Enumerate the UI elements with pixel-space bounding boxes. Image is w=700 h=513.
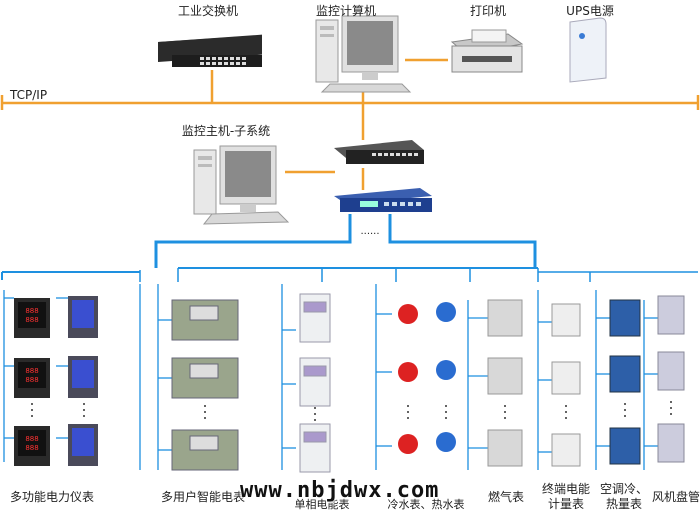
meter-group-label: 空调冷、 热量表	[599, 482, 649, 511]
meter-group-label: 燃气表	[487, 490, 525, 504]
tcpip-backbone	[0, 58, 700, 190]
switch-label: 工业交换机	[177, 4, 239, 18]
meter-group-label: 终端电能 计量表	[541, 482, 591, 511]
ups-label: UPS电源	[566, 4, 614, 18]
meter-group-label: 风机盘管	[651, 490, 700, 504]
fan-coil-controllers	[657, 295, 685, 463]
host-label: 监控主机-子系统	[181, 124, 271, 138]
meter-group-label: 单相电能表	[294, 498, 350, 511]
svg-text:888: 888	[25, 444, 38, 452]
ups-icon	[569, 17, 607, 83]
terminal-energy-meters	[551, 303, 581, 467]
printer-icon	[450, 29, 524, 73]
group-frames	[3, 284, 658, 470]
monitoring-computer-icon	[315, 15, 412, 93]
svg-text:888: 888	[25, 316, 38, 324]
vertical-ellipses	[31, 401, 672, 421]
svg-text:888: 888	[25, 367, 38, 375]
gas-meters	[487, 299, 523, 467]
subsystem-switch-icon	[334, 140, 424, 164]
printer-label: 打印机	[469, 4, 507, 18]
host-computer-icon	[193, 145, 290, 225]
serial-server-icon	[334, 188, 432, 212]
water-meters	[398, 302, 456, 454]
computer-label: 监控计算机	[315, 4, 377, 18]
svg-text:888: 888	[25, 307, 38, 315]
bus-drop-lines	[139, 268, 698, 282]
svg-text:888: 888	[25, 376, 38, 384]
heat-meters	[609, 299, 641, 465]
multi-user-meters	[171, 299, 239, 471]
industrial-switch-icon	[158, 34, 262, 67]
single-phase-meters	[299, 293, 331, 473]
svg-text:888: 888	[25, 435, 38, 443]
meter-group-label: 多用户智能电表	[160, 490, 246, 504]
dots-label: ......	[360, 226, 380, 237]
meter-group-label: 冷水表、热水表	[387, 498, 465, 511]
site-watermark: www.nbjdwx.com	[240, 478, 440, 503]
tcpip-label: TCP/IP	[10, 88, 48, 102]
meter-group-label: 多功能电力仪表	[9, 490, 95, 504]
rs485-bus	[1, 214, 538, 280]
